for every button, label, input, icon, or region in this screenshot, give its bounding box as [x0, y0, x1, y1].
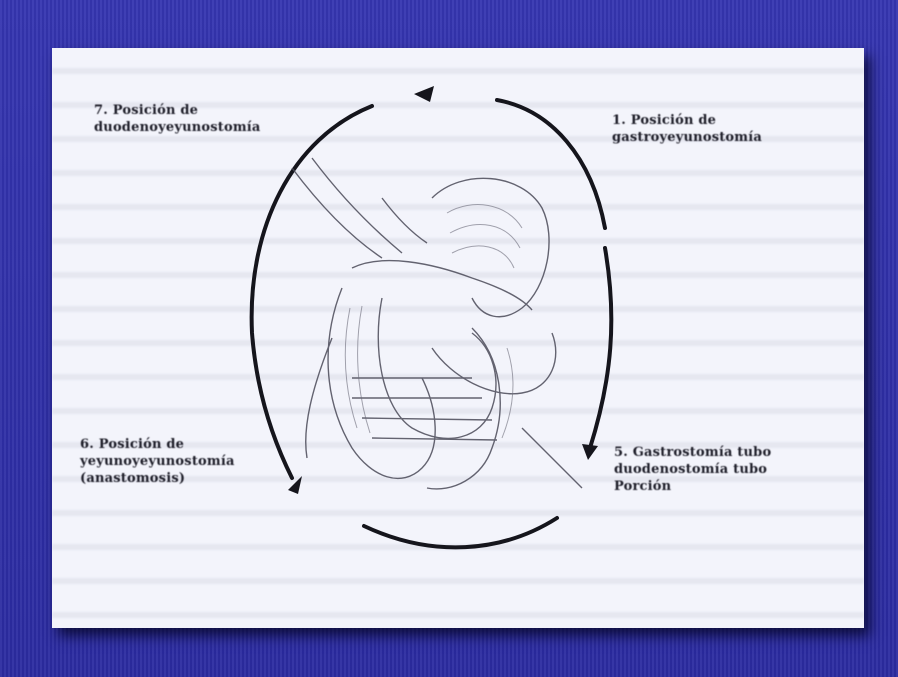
label-bottom-left-line-2: yeyunoyeyunostomía — [80, 453, 235, 470]
cycle-arrows — [252, 100, 612, 547]
label-bottom-right-line-1: 5. Gastrostomía tubo — [614, 444, 771, 461]
slide: 7. Posición de duodenoyeyunostomía 1. Po… — [52, 48, 864, 628]
arrowhead-top — [414, 86, 434, 102]
label-top-right-line-2: gastroyeyunostomía — [612, 129, 762, 146]
arrow-arc-top — [497, 100, 605, 228]
label-bottom-right: 5. Gastrostomía tubo duodenostomía tubo … — [614, 444, 771, 495]
label-top-right: 1. Posición de gastroyeyunostomía — [612, 112, 762, 146]
duodenum-outline — [427, 328, 500, 489]
arrow-arc-bottom — [364, 518, 557, 547]
label-bottom-left-line-1: 6. Posición de — [80, 436, 235, 453]
anatomy-shading — [345, 205, 522, 438]
arrowhead-left — [288, 476, 302, 494]
pancreas-outline — [352, 261, 532, 310]
label-bottom-left-line-3: (anastomosis) — [80, 470, 235, 487]
arrow-arc-left — [252, 106, 372, 478]
label-top-left-line-2: duodenoyeyunostomía — [94, 119, 261, 136]
label-top-left: 7. Posición de duodenoyeyunostomía — [94, 102, 261, 136]
intestine-loop-1 — [328, 288, 435, 478]
label-bottom-right-line-2: duodenostomía tubo — [614, 461, 771, 478]
intestine-loop-2 — [378, 298, 496, 438]
label-top-left-line-1: 7. Posición de — [94, 102, 261, 119]
arrow-arc-right — [590, 248, 611, 448]
label-bottom-right-line-3: Porción — [614, 478, 771, 495]
label-top-right-line-1: 1. Posición de — [612, 112, 762, 129]
arrow-heads — [288, 86, 598, 494]
arrowhead-right — [582, 444, 598, 460]
label-bottom-left: 6. Posición de yeyunoyeyunostomía (anast… — [80, 436, 235, 487]
anatomy-sketch — [292, 158, 582, 489]
